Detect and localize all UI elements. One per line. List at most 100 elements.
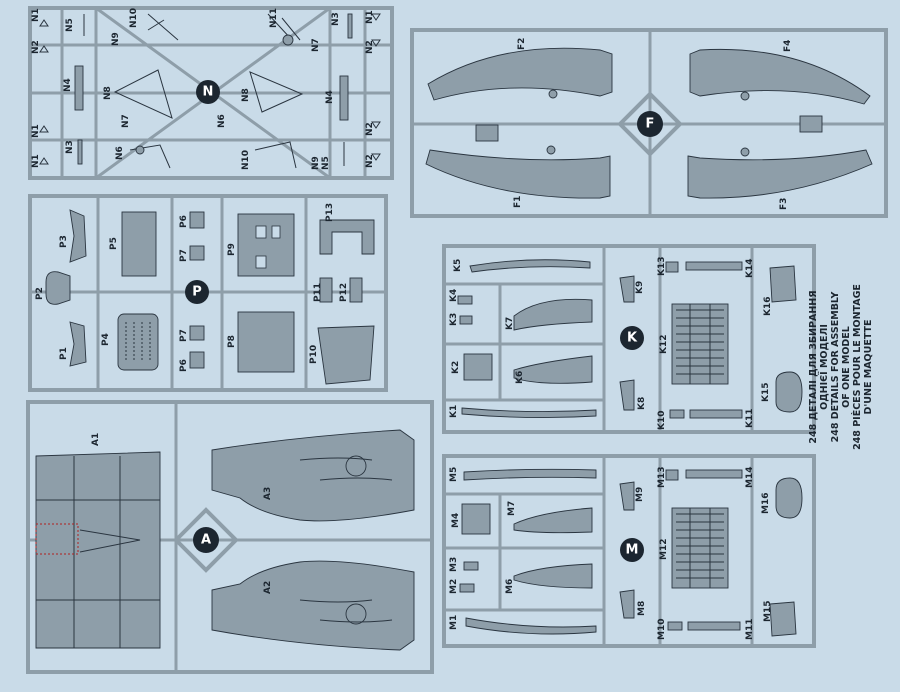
label-m7: M7 [507, 501, 517, 516]
label-p2: P2 [35, 287, 45, 300]
label-m1: M1 [449, 615, 459, 630]
label-n7-b: N7 [311, 38, 321, 52]
label-n8-a: N8 [103, 86, 113, 100]
parts-count-note: 248 ДЕТАЛІ ДЛЯ ЗБИРАННЯ ОДНІЄЇ МОДЕЛІ 24… [808, 282, 874, 452]
part-m5 [463, 468, 597, 481]
badge-m: M [620, 538, 644, 562]
label-n1-b: N1 [31, 124, 41, 138]
label-k15: K15 [761, 383, 771, 403]
sprue-p: P P1 P2 P3 P4 P5 P6 P6 P7 P7 P8 P9 P10 P… [28, 194, 388, 392]
part-k1 [461, 407, 597, 419]
part-m1 [465, 617, 597, 635]
badge-f-letter: F [646, 117, 655, 132]
label-k12: K12 [659, 335, 669, 355]
label-n2-d: N2 [365, 154, 375, 168]
part-k13 [665, 261, 679, 273]
label-n3-a: N3 [65, 140, 75, 154]
label-k2: K2 [451, 361, 461, 374]
label-m15: M15 [763, 601, 773, 622]
part-m10 [667, 621, 683, 631]
label-a3: A3 [263, 487, 273, 500]
label-k1: K1 [449, 405, 459, 418]
part-a1 [35, 451, 161, 649]
badge-k: K [620, 326, 644, 350]
badge-f: F [637, 111, 663, 137]
part-k3 [459, 315, 473, 325]
label-n4-b: N4 [325, 90, 335, 104]
part-f3 [687, 147, 873, 199]
part-m2 [459, 583, 475, 593]
badge-k-letter: K [627, 331, 638, 346]
label-p10: P10 [309, 345, 319, 364]
part-p7-a [189, 245, 205, 261]
part-n8-right [249, 71, 304, 113]
label-p6-a: P6 [179, 215, 189, 228]
part-k16 [769, 265, 797, 303]
part-n10-top [147, 13, 179, 41]
badge-a-letter: A [201, 533, 211, 548]
label-n7-a: N7 [121, 114, 131, 128]
label-m3: M3 [449, 557, 459, 572]
label-k11: K11 [745, 409, 755, 429]
label-n2-c: N2 [365, 122, 375, 136]
part-p9 [237, 213, 295, 277]
part-n6 [129, 144, 171, 169]
label-p7-a: P7 [179, 249, 189, 262]
sprue-m: M M1 M2 M3 M4 M5 M6 M7 M8 M9 M10 M11 M12… [442, 454, 816, 648]
label-a2: A2 [263, 581, 273, 594]
part-k8 [619, 379, 635, 411]
note-line-en-1: 248 DETAILS FOR ASSEMBLY [830, 291, 841, 443]
part-p5 [121, 211, 157, 277]
sprue-n: N N1 N1 N1 N1 N2 N2 N2 N2 N3 N3 N4 N4 N5… [28, 6, 394, 180]
label-p8: P8 [227, 335, 237, 348]
part-f-tab-right [799, 115, 823, 133]
part-p10 [317, 325, 375, 385]
label-n6-b: N6 [217, 114, 227, 128]
part-m7 [513, 507, 593, 534]
label-m4: M4 [451, 513, 461, 528]
label-n1-d: N1 [365, 10, 375, 24]
part-f1 [425, 145, 611, 199]
label-m9: M9 [635, 487, 645, 502]
label-n9-a: N9 [111, 32, 121, 46]
badge-m-letter: M [626, 543, 639, 558]
label-n1-a: N1 [31, 8, 41, 22]
badge-n-letter: N [203, 85, 214, 100]
part-m14 [685, 469, 743, 479]
label-k8: K8 [637, 397, 647, 410]
label-k10: K10 [657, 411, 667, 431]
label-f2: F2 [517, 38, 527, 50]
part-f-tab-left [475, 124, 499, 142]
part-p13 [319, 219, 375, 255]
label-n2-a: N2 [31, 40, 41, 54]
part-f4 [689, 48, 871, 105]
sprue-k: K K1 K2 K3 K4 K5 K6 K7 K8 K9 K10 K11 K12… [442, 244, 816, 434]
part-m16 [775, 477, 803, 519]
label-p13: P13 [325, 203, 335, 222]
label-a1: A1 [91, 433, 101, 446]
label-k4: K4 [449, 289, 459, 302]
part-m12 [671, 507, 729, 589]
part-a2 [211, 560, 415, 651]
part-k12 [671, 303, 729, 385]
part-p3 [69, 209, 87, 263]
part-n3-right [347, 13, 353, 39]
part-k6 [513, 355, 593, 384]
part-m15 [769, 601, 797, 637]
label-k6: K6 [515, 371, 525, 384]
label-k3: K3 [449, 313, 459, 326]
part-k14 [685, 261, 743, 271]
label-k14: K14 [745, 259, 755, 279]
label-k5: K5 [453, 259, 463, 272]
note-line-uk-1: 248 ДЕТАЛІ ДЛЯ ЗБИРАННЯ [808, 290, 819, 444]
part-m4 [461, 503, 491, 535]
label-f4: F4 [783, 40, 793, 52]
label-m14: M14 [745, 467, 755, 488]
note-line-fr-2: D'UNE MAQUETTE [863, 319, 874, 415]
label-p7-b: P7 [179, 329, 189, 342]
part-p8 [237, 311, 295, 373]
part-k11 [689, 409, 743, 419]
label-p9: P9 [227, 243, 237, 256]
label-n11: N11 [269, 8, 279, 28]
part-n8-left [113, 69, 173, 119]
